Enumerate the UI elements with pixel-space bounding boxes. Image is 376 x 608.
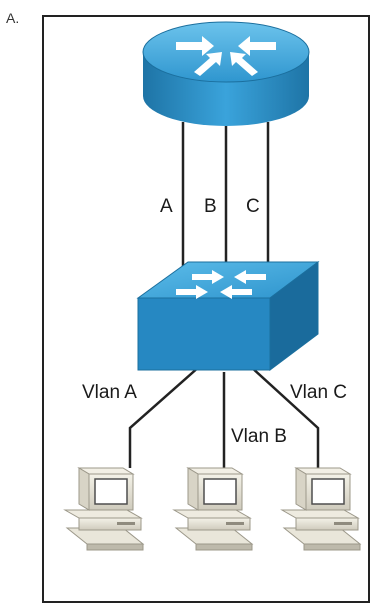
option-label: A. — [6, 10, 20, 26]
computer-icon — [173, 467, 253, 551]
vlan-label-a: Vlan A — [82, 382, 137, 403]
vlan-label-c: Vlan C — [290, 382, 347, 403]
switch-icon — [136, 261, 320, 371]
router-icon — [142, 21, 310, 126]
trunk-label-b: B — [204, 196, 217, 217]
trunk-label-c: C — [246, 196, 260, 217]
computer-icon — [281, 467, 361, 551]
computer-icon — [64, 467, 144, 551]
trunk-label-a: A — [160, 196, 173, 217]
access-link-c — [249, 365, 320, 468]
diagram-frame — [42, 15, 370, 603]
vlan-label-b: Vlan B — [231, 426, 287, 447]
access-link-a — [128, 365, 201, 468]
